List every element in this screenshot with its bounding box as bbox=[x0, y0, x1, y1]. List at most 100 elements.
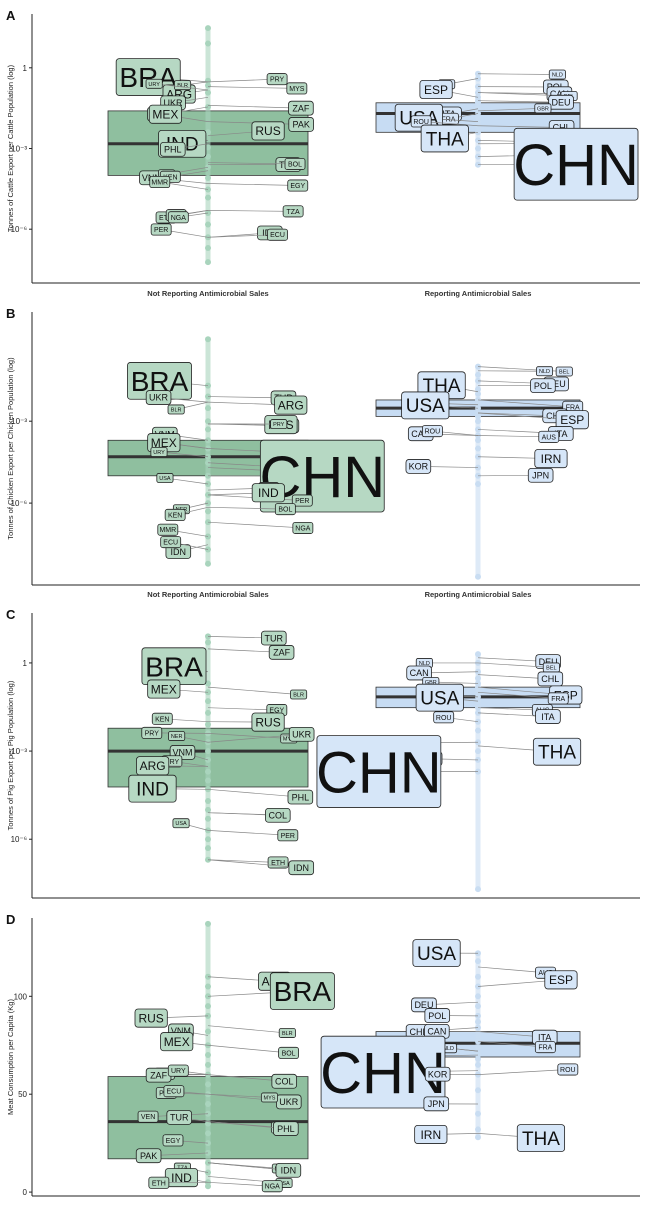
label-leader bbox=[154, 83, 209, 91]
label-text: ETH bbox=[152, 1180, 166, 1187]
country-label-ken: KEN bbox=[151, 712, 173, 725]
label-text: ZAF bbox=[273, 648, 291, 658]
country-label-bel: BEL bbox=[555, 366, 573, 377]
label-box bbox=[167, 1064, 189, 1077]
y-axis-label: Tonnes of Pig Export per Pig Population … bbox=[6, 680, 15, 830]
country-label-jpn: JPN bbox=[423, 1096, 450, 1112]
label-text: UKR bbox=[149, 393, 169, 403]
label-box bbox=[268, 645, 295, 660]
label-text: URY bbox=[148, 82, 160, 88]
label-box bbox=[141, 726, 163, 739]
label-box bbox=[532, 737, 582, 766]
label-text: NER bbox=[171, 734, 183, 740]
label-text: VEN bbox=[141, 1114, 155, 1121]
country-label-egy: EGY bbox=[162, 1134, 184, 1147]
label-text: ETH bbox=[271, 860, 285, 867]
label-text: JPN bbox=[532, 471, 549, 481]
label-box bbox=[415, 683, 464, 712]
country-label-per: PER bbox=[277, 829, 299, 842]
label-leader bbox=[207, 686, 299, 695]
label-text: TUR bbox=[265, 633, 284, 643]
country-label-col: COL bbox=[271, 1073, 298, 1089]
label-text: IND bbox=[171, 1171, 192, 1185]
country-label-per: PER bbox=[291, 494, 313, 507]
label-box bbox=[292, 521, 314, 534]
country-label-usa: USA bbox=[412, 939, 461, 967]
label-text: FRA bbox=[551, 696, 565, 703]
label-text: MMR bbox=[159, 527, 176, 534]
label-leader bbox=[207, 506, 286, 510]
label-leader bbox=[477, 399, 573, 408]
label-text: CHL bbox=[553, 123, 571, 133]
label-box bbox=[527, 467, 554, 483]
label-box bbox=[147, 679, 181, 699]
label-box bbox=[291, 494, 313, 507]
country-label-usa: USA bbox=[401, 391, 450, 420]
country-label-pry: PRY bbox=[141, 726, 163, 739]
country-label-idn: IDN bbox=[288, 860, 315, 876]
country-label-deu: DEU bbox=[548, 94, 574, 110]
label-box bbox=[290, 689, 308, 700]
country-label-ken: KEN bbox=[164, 508, 186, 521]
label-box bbox=[535, 709, 561, 724]
label-text: CHN bbox=[513, 133, 639, 198]
label-text: KEN bbox=[163, 174, 177, 181]
label-text: TUR bbox=[170, 1113, 189, 1123]
label-box bbox=[274, 503, 296, 516]
label-box bbox=[261, 1180, 283, 1193]
label-box bbox=[420, 124, 469, 153]
label-text: FRA bbox=[538, 1045, 552, 1052]
label-text: BOL bbox=[282, 1050, 296, 1057]
group-reporting: DEUBELNLDCANCHLGBRESPFRAPOLUSAAUSITAROUJ… bbox=[316, 651, 583, 893]
country-label-arg: ARG bbox=[136, 756, 170, 776]
country-label-bra: BRA bbox=[269, 972, 335, 1010]
label-box bbox=[534, 103, 552, 114]
label-text: BOL bbox=[278, 507, 292, 514]
country-label-per: PER bbox=[150, 223, 172, 236]
label-box bbox=[422, 425, 443, 438]
label-text: BOL bbox=[288, 161, 302, 168]
label-box bbox=[287, 789, 314, 805]
label-box bbox=[513, 127, 639, 201]
label-box bbox=[160, 536, 182, 549]
label-text: VNM bbox=[173, 748, 193, 758]
label-box bbox=[277, 829, 299, 842]
label-text: GBR bbox=[537, 106, 549, 112]
country-label-ury: URY bbox=[145, 78, 163, 89]
country-label-pak: PAK bbox=[135, 1148, 162, 1164]
label-text: THA bbox=[426, 129, 464, 150]
label-leader bbox=[477, 100, 562, 103]
label-text: RUS bbox=[255, 715, 280, 729]
label-box bbox=[160, 1032, 194, 1052]
label-text: ARG bbox=[140, 759, 166, 773]
country-label-mex: MEX bbox=[147, 679, 181, 699]
label-box bbox=[137, 1110, 159, 1123]
label-text: CAN bbox=[411, 429, 430, 439]
label-leader bbox=[477, 662, 552, 668]
label-box bbox=[414, 1124, 448, 1144]
label-text: THA bbox=[538, 743, 576, 764]
panel-letter: B bbox=[6, 306, 15, 321]
label-box bbox=[151, 712, 173, 725]
label-leader bbox=[207, 830, 288, 836]
label-text: BLR bbox=[282, 1031, 293, 1037]
y-axis-label: Tonnes of Cattle Export per Cattle Popul… bbox=[6, 64, 15, 232]
label-box bbox=[423, 1096, 450, 1112]
label-box bbox=[530, 378, 556, 394]
label-text: DEU bbox=[552, 97, 571, 107]
country-label-irn: IRN bbox=[534, 449, 568, 469]
label-text: USA bbox=[278, 1181, 290, 1187]
label-box bbox=[251, 712, 285, 732]
country-label-aus: AUS bbox=[538, 430, 560, 443]
label-text: PAK bbox=[140, 1151, 157, 1161]
label-leader bbox=[207, 1044, 289, 1054]
label-text: NLD bbox=[552, 72, 563, 78]
label-text: VNM bbox=[171, 1026, 191, 1036]
country-label-jpn: JPN bbox=[527, 467, 554, 483]
label-text: CHL bbox=[541, 674, 559, 684]
country-label-blr: BLR bbox=[167, 404, 185, 415]
label-text: MYS bbox=[283, 736, 295, 742]
country-label-phl: PHL bbox=[287, 789, 314, 805]
label-text: ESP bbox=[560, 413, 584, 427]
